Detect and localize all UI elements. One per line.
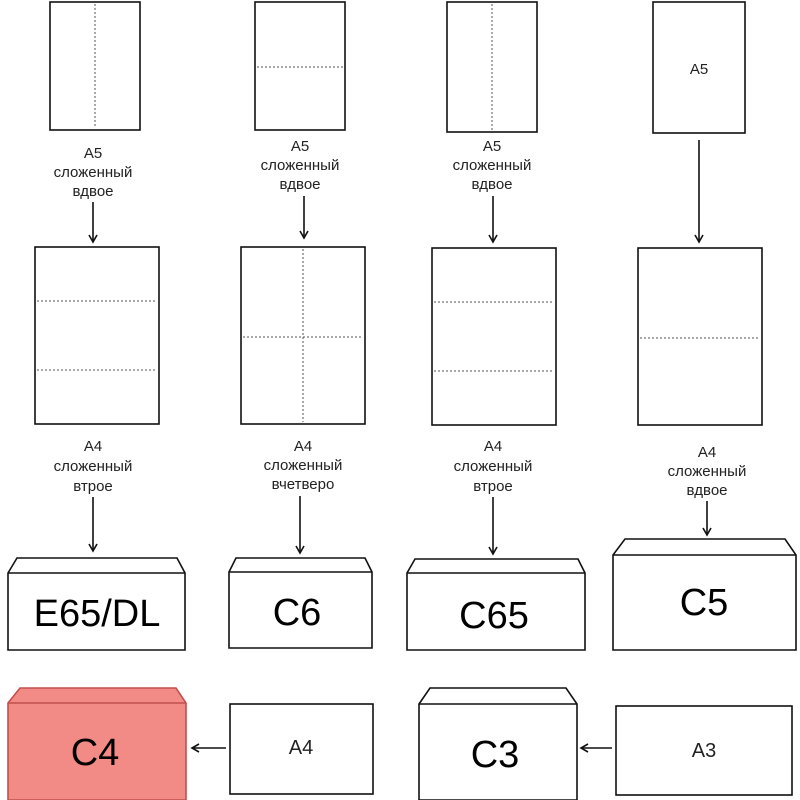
a3-landscape-label: A3 <box>692 740 716 762</box>
col2-a5-sheet <box>254 1 346 131</box>
col3-a5-caption-2: сложенный <box>453 157 532 174</box>
col2-a5-caption-2: сложенный <box>261 157 340 174</box>
col1-a4-caption-2: сложенный <box>54 458 133 475</box>
col1-a5-caption-3: вдвое <box>72 183 113 200</box>
col2-a4-sheet <box>240 246 366 425</box>
a4-landscape-sheet <box>229 703 374 795</box>
a3-landscape-sheet <box>615 705 793 796</box>
c4-envelope-label: C4 <box>71 732 120 774</box>
col4-a5-sheet <box>652 1 746 134</box>
col4-a5-label: A5 <box>690 61 708 78</box>
col3-envelope-label: C65 <box>459 595 529 637</box>
col2-a5-caption-1: A5 <box>291 138 309 155</box>
col3-a4-caption-1: A4 <box>484 438 502 455</box>
col2-a4-caption-3: вчетверо <box>272 476 335 493</box>
col4-envelope-label: C5 <box>680 582 729 624</box>
col2-a5-caption-3: вдвое <box>279 176 320 193</box>
c3-envelope-label: C3 <box>471 734 520 776</box>
col1-a5-sheet <box>49 1 141 131</box>
col3-a4-caption-3: втрое <box>473 478 513 495</box>
col1-a5-caption-2: сложенный <box>54 164 133 181</box>
col2-envelope-label: C6 <box>273 592 322 634</box>
col1-a4-caption-1: A4 <box>84 438 102 455</box>
col3-a4-caption-2: сложенный <box>454 458 533 475</box>
col2-a4-caption-1: A4 <box>294 438 312 455</box>
a4-landscape-label: A4 <box>289 737 313 759</box>
col4-a4-caption-3: вдвое <box>686 482 727 499</box>
col1-a5-caption-1: A5 <box>84 145 102 162</box>
col1-a4-sheet <box>34 246 160 425</box>
col3-a5-caption-3: вдвое <box>471 176 512 193</box>
col1-a4-caption-3: втрое <box>73 478 113 495</box>
col3-a5-sheet <box>446 1 538 133</box>
col3-a4-sheet <box>431 247 557 426</box>
col4-a4-caption-2: сложенный <box>668 463 747 480</box>
col4-a4-sheet <box>637 247 763 426</box>
col3-a5-caption-1: A5 <box>483 138 501 155</box>
col2-a4-caption-2: сложенный <box>264 457 343 474</box>
col1-envelope-label: E65/DL <box>34 593 161 635</box>
col4-a4-caption-1: A4 <box>698 444 716 461</box>
